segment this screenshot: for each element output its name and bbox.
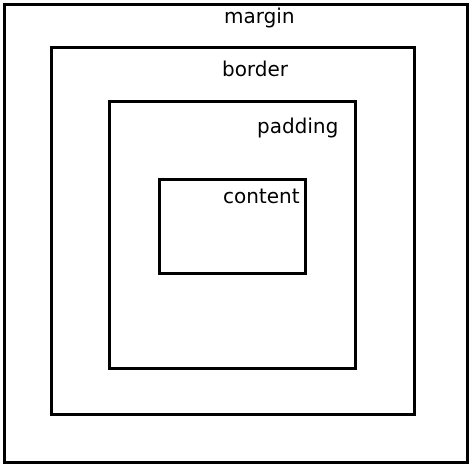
- margin-box: [3, 3, 469, 464]
- content-label: content: [223, 184, 300, 208]
- padding-box: [108, 100, 357, 370]
- border-label: border: [222, 57, 289, 81]
- border-box: [50, 46, 416, 416]
- padding-label: padding: [257, 114, 339, 138]
- content-box: [158, 178, 307, 275]
- margin-label: margin: [224, 4, 295, 28]
